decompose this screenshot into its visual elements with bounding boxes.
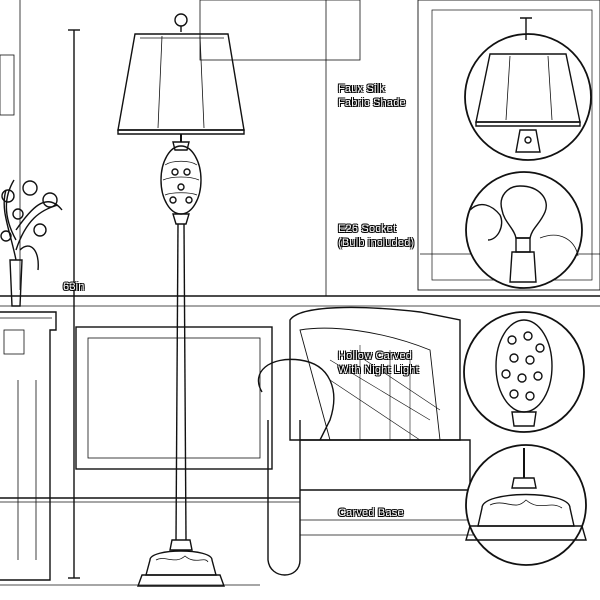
socket-label-line-1: E26 Socket: [338, 223, 397, 235]
detail-hollow: [463, 311, 585, 433]
shade-label-line-1: Faux Silk: [338, 83, 386, 95]
feature-label-base: Carved Base: [338, 506, 458, 520]
detail-base: [465, 444, 587, 566]
hollow-label-line-2: With Night Light: [338, 364, 419, 376]
feature-label-hollow: Hollow Carved With Night Light: [338, 349, 458, 377]
feature-label-shade: Faux Silk Fabric Shade: [338, 82, 458, 110]
hollow-label-line-1: Hollow Carved: [338, 350, 413, 362]
base-label-line-1: Carved Base: [338, 507, 404, 519]
socket-label-line-2: (Bulb included): [338, 237, 415, 249]
potted-plant: [0, 179, 63, 307]
height-label: 63in: [63, 281, 85, 293]
detail-shade: [464, 17, 592, 161]
side-table: [0, 311, 57, 581]
height-dimension: [68, 29, 80, 579]
detail-socket: [465, 171, 583, 289]
feature-label-socket: E26 Socket (Bulb included): [338, 222, 458, 250]
shade-label-line-2: Fabric Shade: [338, 97, 406, 109]
floor-lamp: [117, 13, 245, 587]
